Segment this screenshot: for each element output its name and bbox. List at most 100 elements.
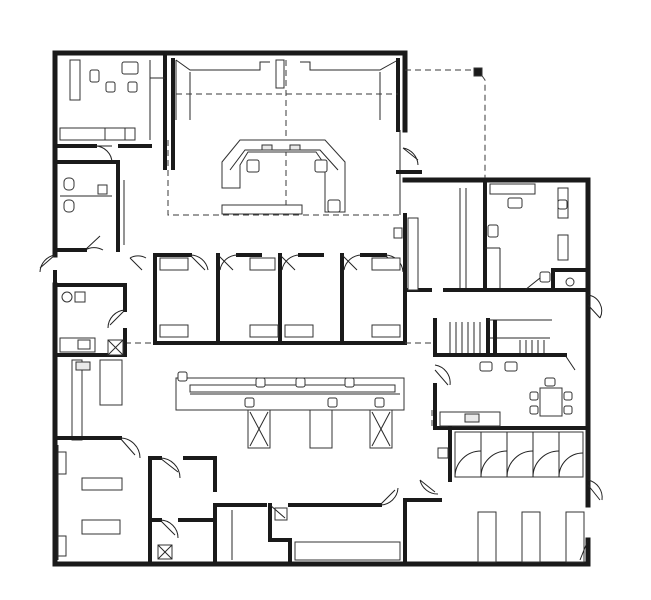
restroom-toilet-1 xyxy=(63,177,75,191)
chair-1 xyxy=(89,69,100,83)
ne-desk-1 xyxy=(489,183,536,195)
break-sink xyxy=(464,413,480,423)
office-1-door xyxy=(189,254,209,271)
break-chair-5 xyxy=(544,377,556,387)
exterior-wall-north-center xyxy=(162,50,408,133)
chair-3 xyxy=(105,81,116,93)
locker-swing-1 xyxy=(454,450,482,478)
office-3-door xyxy=(279,254,301,271)
west-mid-sink xyxy=(74,291,86,303)
stair-treads xyxy=(449,322,545,355)
office-4-door xyxy=(341,254,363,271)
break-room xyxy=(433,353,590,430)
return-3-x2 xyxy=(371,411,391,447)
garage-stall-2 xyxy=(521,511,541,563)
reception-desk-outer xyxy=(221,139,346,213)
south-shaft xyxy=(157,544,173,560)
dashed-boundaries xyxy=(405,342,435,430)
break-stool-1 xyxy=(479,361,493,372)
ws-chair-3 xyxy=(295,377,306,388)
reception-monitor-2 xyxy=(289,144,301,151)
ws-chair-2 xyxy=(255,377,266,388)
south-room-f-bench xyxy=(294,541,401,561)
workstation-hutch xyxy=(189,384,396,393)
chair-2 xyxy=(121,61,139,75)
corridor-door-west xyxy=(129,255,147,271)
ne-chair-4 xyxy=(557,199,568,210)
office-4-desk xyxy=(371,257,401,271)
east-corridor-door xyxy=(419,479,439,495)
ws-chair-4 xyxy=(344,377,355,388)
conference-door xyxy=(119,437,141,459)
east-exterior-door-2 xyxy=(587,479,603,501)
south-room-b-door xyxy=(159,519,179,539)
exterior-walls xyxy=(52,50,591,567)
locker-swing-3 xyxy=(506,450,534,478)
restroom-west xyxy=(53,160,125,252)
ne-chair-1 xyxy=(507,197,523,209)
break-chair-3 xyxy=(529,405,539,415)
reception-boundary xyxy=(167,140,403,216)
office-1-desk-b xyxy=(159,324,189,338)
ws-chair-1 xyxy=(177,371,188,382)
west-mid-sink-2 xyxy=(77,339,91,350)
south-room-b xyxy=(183,456,217,492)
south-room-e-door xyxy=(269,504,286,519)
top-left-office xyxy=(53,51,167,170)
garage-stall-1 xyxy=(477,511,497,563)
ne-chair-2 xyxy=(487,224,499,238)
conference-table-2 xyxy=(81,519,121,535)
south-room-f-door xyxy=(379,487,399,506)
break-door-west xyxy=(434,364,451,386)
locker-swing-2 xyxy=(480,450,508,478)
restroom-door-swing xyxy=(84,235,104,251)
work-counter-west xyxy=(71,359,83,441)
reception-desk-inner xyxy=(229,149,339,171)
exterior-wall-north-west xyxy=(52,50,168,258)
ne-office-door xyxy=(524,277,541,291)
ws-chair-5 xyxy=(244,397,255,408)
west-mid-toilet xyxy=(61,291,73,303)
reception-bay-east xyxy=(300,59,399,71)
break-chair-4 xyxy=(563,405,573,415)
south-center-rooms xyxy=(148,456,407,566)
conference-room xyxy=(53,436,152,566)
reception-area xyxy=(167,58,422,216)
break-chair-2 xyxy=(563,391,573,401)
main-entry-door-swing xyxy=(402,147,419,166)
work-counter-west-2 xyxy=(99,359,123,406)
workstation-cluster xyxy=(71,359,405,449)
entry-vestibule-post xyxy=(275,59,285,89)
reception-monitor-1 xyxy=(261,144,273,151)
restroom-sink xyxy=(97,184,108,195)
reception-counter xyxy=(221,204,303,215)
ws-chair-6 xyxy=(327,397,338,408)
ws-chair-7 xyxy=(374,397,385,408)
east-shelf xyxy=(407,217,419,291)
south-room-a-door xyxy=(159,457,181,479)
restroom-toilet-2 xyxy=(63,199,75,213)
office-row-shelf xyxy=(393,227,403,239)
east-exterior-door-1 xyxy=(587,294,603,319)
se-exterior-door xyxy=(579,539,589,561)
ne-toilet xyxy=(565,277,575,287)
east-zone xyxy=(403,178,603,563)
break-chair-1 xyxy=(529,391,539,401)
office-row xyxy=(125,213,407,345)
ne-chair-3 xyxy=(539,271,551,283)
garage-stall-3 xyxy=(565,511,585,563)
ne-desk-3 xyxy=(557,234,569,261)
reception-chair-1 xyxy=(246,159,260,173)
conference-credenza-2 xyxy=(57,535,67,557)
return-1-x2 xyxy=(249,411,269,447)
office-2-desk xyxy=(249,257,276,271)
office-1-desk xyxy=(159,257,189,271)
west-exterior-door xyxy=(39,254,56,273)
locker-bank xyxy=(454,431,584,478)
workstation-return-2 xyxy=(309,409,333,449)
south-room-e xyxy=(268,503,292,566)
office-5-desk xyxy=(371,324,401,338)
break-door-east xyxy=(564,354,576,371)
reception-bay-west xyxy=(175,59,270,71)
